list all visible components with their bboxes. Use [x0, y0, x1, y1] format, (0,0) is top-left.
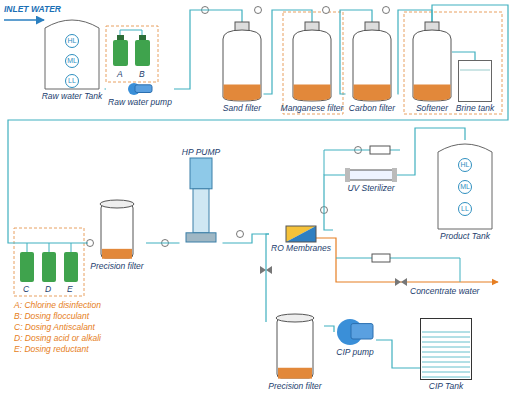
level-sensor: HL [65, 34, 79, 48]
pipe-connector [376, 340, 420, 368]
tag-label: D [45, 284, 51, 294]
pfilter-symbol [276, 312, 314, 380]
pipe-connector [324, 175, 345, 230]
dosing-group [14, 12, 502, 296]
equipment-node: Carbon filter [347, 22, 398, 114]
pipe-connector [324, 326, 334, 332]
pipe-connector [223, 234, 270, 243]
node-label: RO Membranes [271, 242, 331, 254]
pipe-connector [105, 88, 107, 89]
node-label: CIP Tank [429, 380, 463, 392]
node-label: Precision filter [268, 380, 321, 392]
node-label: LL [68, 74, 76, 88]
node-label: Manganese filter [281, 102, 344, 114]
tag-label: B [139, 69, 145, 79]
uv-symbol [345, 168, 397, 182]
node-label: Sand filter [223, 102, 261, 114]
pipe-connector [8, 5, 508, 243]
dosing-note: A: Chlorine disinfection [14, 300, 101, 310]
tag-label: C [23, 284, 29, 294]
node-label: Brine tank [456, 102, 494, 114]
pipe-connector [266, 234, 269, 322]
equipment-node: Brine tank [454, 60, 497, 114]
equipment-node: Softener [412, 22, 452, 114]
level-sensor: LL [65, 74, 79, 88]
level-sensor: HL [458, 158, 472, 172]
level-sensor: ML [65, 54, 79, 68]
node-label: Raw water Tank [42, 90, 103, 102]
pipe-connector [452, 52, 475, 60]
node-label: Raw water pump [108, 96, 172, 108]
equipment-node: Raw water Tank HL ML LL [40, 16, 105, 102]
node-label: LL [461, 202, 469, 216]
equipment-node: CIP pump [334, 318, 376, 358]
node-label: Carbon filter [349, 102, 395, 114]
pfilter-symbol [100, 198, 134, 260]
equipment-node: Precision filter [88, 198, 146, 272]
brine-symbol [458, 60, 492, 102]
vessel-symbol [412, 22, 452, 102]
node-label: Product Tank [440, 230, 490, 242]
node-label: HL [68, 34, 77, 48]
pump-symbol [127, 82, 153, 96]
equipment-node: RO Membranes [269, 226, 333, 254]
node-label: CIP pump [336, 346, 373, 358]
equipment-node: HP PUMP [180, 146, 223, 246]
concentrate-line [316, 238, 498, 286]
dosing-note: D: Dosing acid or alkali [14, 333, 101, 343]
vessel-symbol [352, 22, 392, 102]
pipe-connector [146, 242, 180, 243]
inlet-arrow [4, 19, 44, 21]
cpump-symbol [336, 318, 374, 346]
vessel-symbol [292, 22, 332, 102]
equipment-node: CIP Tank [420, 318, 472, 392]
node-label: HL [461, 158, 470, 172]
equipment-node: UV Sterilizer [345, 168, 397, 194]
ro-symbol [286, 226, 316, 242]
node-label: Softener [416, 102, 448, 114]
node-label: Precision filter [90, 260, 143, 272]
level-sensor: LL [458, 202, 472, 216]
equipment-node: Raw water pump [106, 82, 174, 108]
level-sensor: ML [458, 180, 472, 194]
ciptank-symbol [420, 318, 472, 380]
tag-label: E [67, 284, 73, 294]
node-label: UV Sterilizer [347, 182, 394, 194]
equipment-node: Manganese filter [279, 22, 346, 114]
node-label: ML [67, 54, 77, 68]
tag-label: Concentrate water [410, 286, 479, 296]
inlet-label: INLET WATER [4, 4, 61, 14]
equipment-node: Product Tank HL ML LL [437, 140, 493, 242]
equipment-node: Sand filter [221, 22, 264, 114]
tag-label: A [117, 69, 123, 79]
hppump-symbol [186, 158, 216, 246]
dosing-note: C: Dosing Antiscalant [14, 322, 95, 332]
dosing-note: B: Dosing flocculant [14, 311, 89, 321]
dosing-note: E: Dosing reductant [14, 344, 89, 354]
vessel-symbol [222, 22, 262, 102]
equipment-node: Precision filter [266, 312, 324, 392]
node-label: ML [460, 180, 470, 194]
node-label: HP PUMP [182, 146, 220, 158]
